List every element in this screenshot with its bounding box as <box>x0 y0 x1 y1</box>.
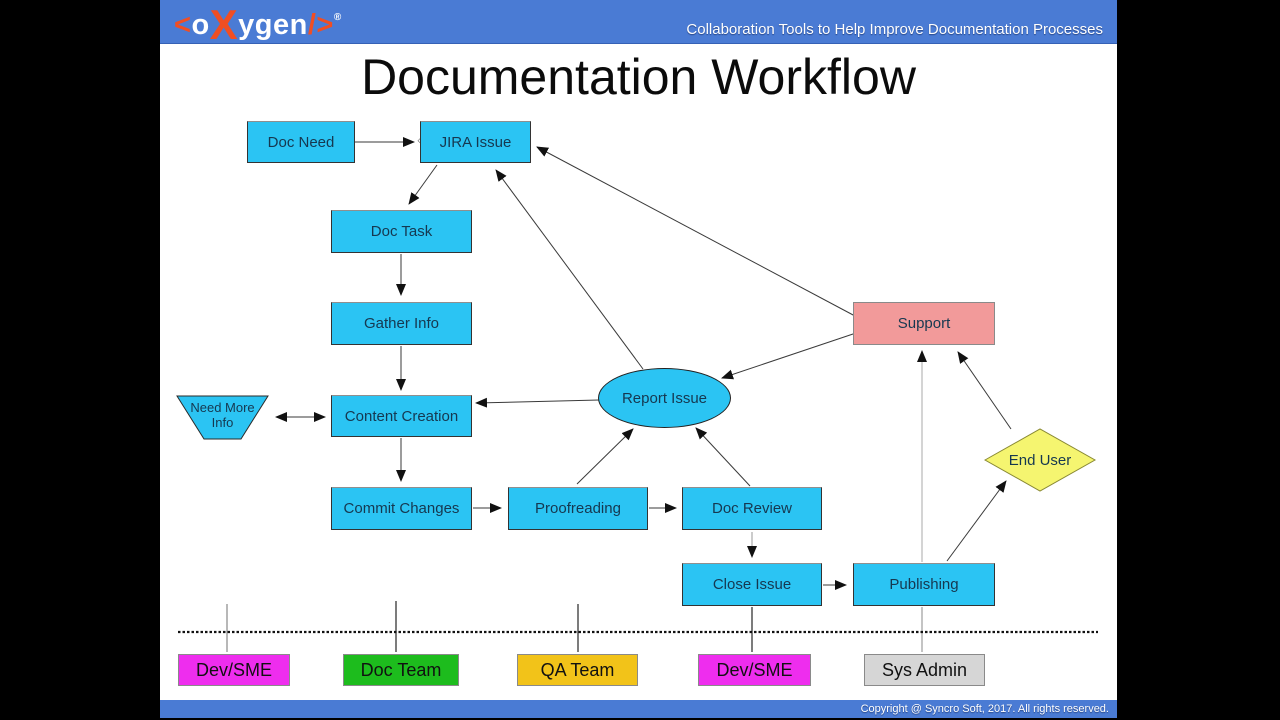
node-support: Support <box>853 302 995 345</box>
letterbox-left <box>0 0 160 720</box>
node-label: Publishing <box>889 576 959 593</box>
lane-dev-sme-1: Dev/SME <box>178 654 290 686</box>
slide-footer: Copyright @ Syncro Soft, 2017. All right… <box>160 700 1117 718</box>
node-doc-task: Doc Task <box>331 210 472 253</box>
arrow-proofreading-reportissue <box>576 428 634 485</box>
copyright-text: Copyright @ Syncro Soft, 2017. All right… <box>860 703 1109 715</box>
logo-letter-x: X <box>209 1 239 48</box>
node-label: Support <box>897 315 951 332</box>
node-label: Doc Task <box>370 223 433 240</box>
logo-letter-o: o <box>191 9 210 41</box>
node-content-creation: Content Creation <box>331 395 472 437</box>
arrow-reportissue-contentcreation <box>475 397 600 408</box>
lane-doc-team: Doc Team <box>343 654 459 686</box>
node-jira-issue: JIRA Issue <box>420 121 531 163</box>
lane-label: QA Team <box>540 659 615 680</box>
node-label: Content Creation <box>344 407 459 425</box>
presentation-subtitle: Collaboration Tools to Help Improve Docu… <box>686 21 1103 38</box>
node-need-more-info-shape <box>176 395 269 440</box>
node-label: Close Issue <box>712 576 792 593</box>
node-label: JIRA Issue <box>439 133 512 151</box>
node-commit-changes: Commit Changes <box>331 487 472 530</box>
flow-arrows <box>275 137 1012 590</box>
arrow-enduser-support <box>957 351 1012 430</box>
node-close-issue: Close Issue <box>682 563 822 606</box>
arrow-publishing-enduser <box>946 480 1007 562</box>
page-title: Documentation Workflow <box>361 49 916 105</box>
node-doc-need: Doc Need <box>247 121 355 163</box>
logo-letters-ygen: ygen <box>238 9 308 41</box>
slide-header: <oXygen/>® Collaboration Tools to Help I… <box>160 0 1117 47</box>
letterbox-right <box>1117 0 1280 720</box>
node-report-issue: Report Issue <box>598 368 731 428</box>
lane-qa-team: QA Team <box>517 654 638 686</box>
bottom-black-strip <box>160 718 1117 720</box>
lane-label: Dev/SME <box>716 659 793 680</box>
arrow-reportissue-jira <box>495 169 644 370</box>
arrow-support-reportissue <box>721 332 857 380</box>
node-end-user-shape <box>983 428 1097 492</box>
lane-label: Sys Admin <box>881 659 968 680</box>
node-label: Commit Changes <box>343 500 460 517</box>
node-publishing: Publishing <box>853 563 995 606</box>
logo-close-bracket: /> <box>307 9 334 41</box>
node-label: Report Issue <box>621 389 708 407</box>
node-doc-review: Doc Review <box>682 487 822 530</box>
lane-connector-lines <box>226 601 923 652</box>
node-label: Gather Info <box>363 315 440 332</box>
logo-open-bracket: < <box>174 9 192 41</box>
node-label: Doc Review <box>711 500 793 517</box>
node-label: Doc Need <box>267 133 335 151</box>
lane-label: Dev/SME <box>195 659 273 680</box>
oxygen-logo: <oXygen/>® <box>174 0 342 47</box>
arrow-docreview-reportissue <box>695 427 751 487</box>
arrow-support-jira <box>536 146 856 317</box>
node-proofreading: Proofreading <box>508 487 648 530</box>
node-label: Proofreading <box>535 500 621 517</box>
node-gather-info: Gather Info <box>331 302 472 345</box>
lane-label: Doc Team <box>360 659 442 680</box>
lane-sys-admin: Sys Admin <box>864 654 985 686</box>
arrow-jira-doctask <box>408 164 438 205</box>
lane-dev-sme-2: Dev/SME <box>698 654 811 686</box>
registered-trademark-icon: ® <box>333 12 342 23</box>
